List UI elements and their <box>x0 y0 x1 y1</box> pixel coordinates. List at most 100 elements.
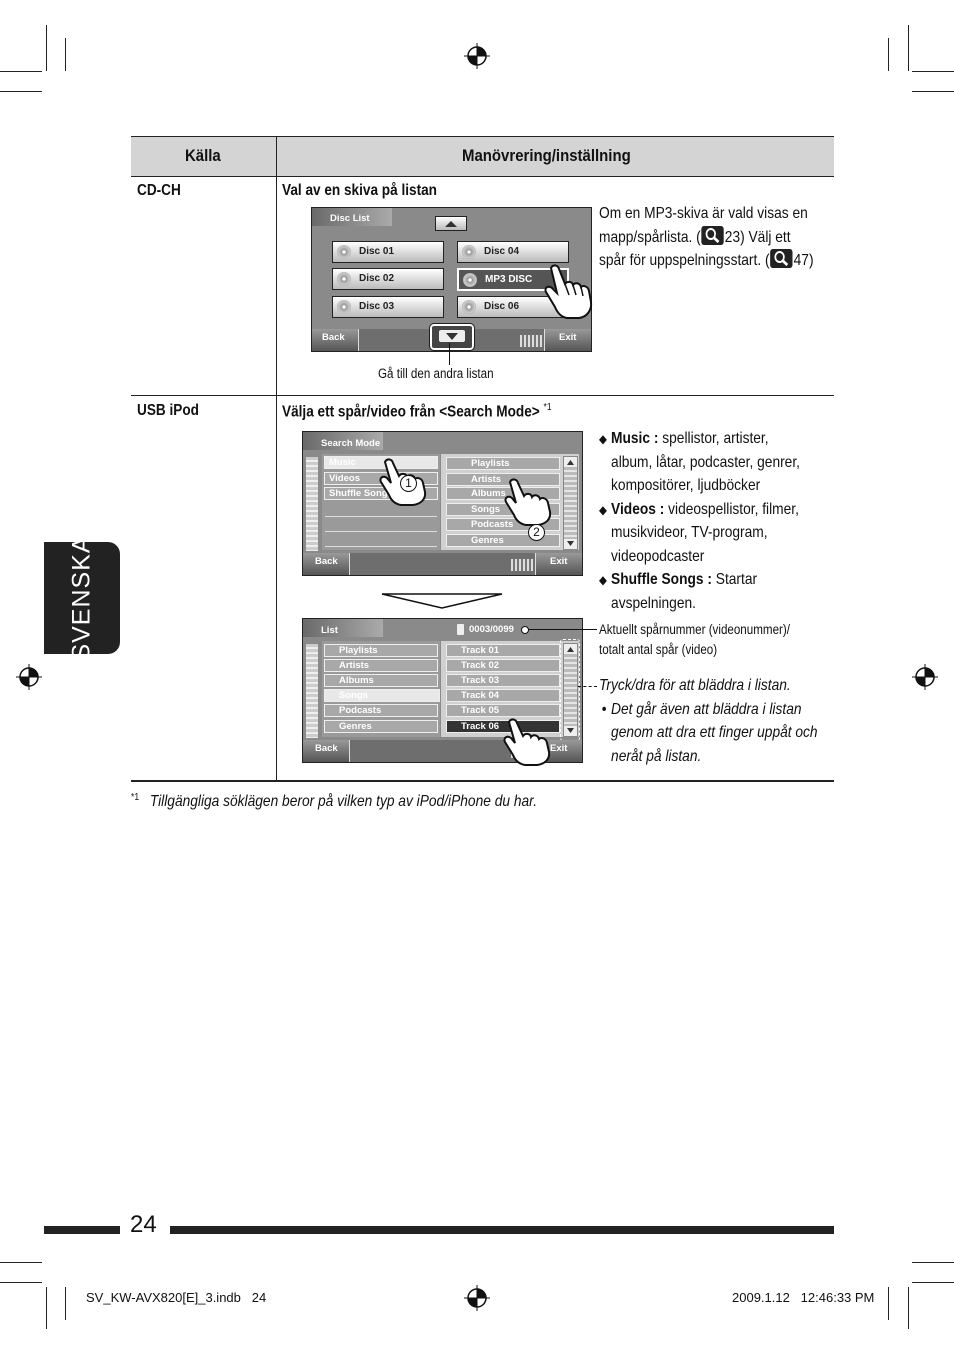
left-scrollbar[interactable] <box>306 644 318 738</box>
mode-item-selected[interactable]: Music <box>324 456 438 469</box>
screen-title: Search Mode <box>321 438 381 449</box>
footnote: *1 Tillgängliga söklägen beror på vilken… <box>131 792 537 811</box>
print-file-info: SV_KW-AVX820[E]_3.indb 24 <box>86 1290 267 1305</box>
scroll-callout-line <box>578 686 597 687</box>
registration-mark-icon <box>912 664 938 690</box>
footnote-ref: *1 <box>543 402 552 413</box>
counter-callout-dot <box>521 626 529 634</box>
arrow-up-icon <box>445 221 457 227</box>
table-header: Källa Manövrering/inställning <box>131 136 834 177</box>
source-cd-ch: CD-CH <box>137 182 181 199</box>
registration-mark-icon <box>464 43 490 69</box>
disc-list-screen: Disc List Disc 01 Disc 02 Disc 03 Disc 0… <box>311 207 592 352</box>
disc-icon <box>463 273 477 287</box>
row-divider <box>131 395 834 396</box>
category-item[interactable]: Artists <box>446 473 560 486</box>
level-meter <box>520 335 542 347</box>
category-item[interactable]: Albums <box>324 674 438 687</box>
footnote-mark: *1 <box>131 792 140 803</box>
callout-next-list: Gå till den andra listan <box>378 366 494 381</box>
category-item-selected[interactable]: Songs <box>324 689 440 702</box>
column-divider <box>276 136 277 780</box>
callout-line <box>449 343 450 365</box>
category-item[interactable]: Playlists <box>446 457 560 470</box>
screen-title-bar <box>312 208 392 226</box>
counter-note: Aktuellt spårnummer (videonummer)/ total… <box>599 622 790 657</box>
pointing-hand-icon <box>503 718 551 766</box>
empty-row <box>325 531 437 532</box>
exit-button[interactable]: Exit <box>535 553 582 575</box>
disc-button[interactable]: Disc 03 <box>332 296 444 318</box>
step-2-marker: 2 <box>528 524 545 541</box>
registration-mark-icon <box>16 664 42 690</box>
step-1-marker: 1 <box>400 475 417 492</box>
page-down-button[interactable] <box>429 323 475 351</box>
screen-title: Disc List <box>330 213 370 224</box>
bullet-videos: ◆ Videos : videospellistor, filmer, musi… <box>599 500 799 565</box>
pointing-hand-icon <box>504 478 552 526</box>
disc-icon <box>337 272 351 286</box>
transition-arrow-icon <box>381 593 503 609</box>
language-tab-label: SVENSKA <box>67 535 96 661</box>
pointing-hand-icon <box>544 264 593 319</box>
row-heading-disc-select: Val av en skiva på listan <box>282 182 437 199</box>
screen-title-bar <box>303 432 383 450</box>
category-item[interactable]: Genres <box>324 720 438 733</box>
screen-title-bar <box>303 619 383 637</box>
track-item[interactable]: Track 01 <box>446 644 560 657</box>
disc-button[interactable]: Disc 01 <box>332 241 444 263</box>
scroll-down-icon[interactable] <box>564 539 577 549</box>
scroll-note: Tryck/dra för att bläddra i listan. • De… <box>599 677 818 765</box>
search-reference-icon <box>770 249 793 268</box>
arrow-down-icon <box>439 330 465 342</box>
row-heading-search-mode: Välja ett spår/video från <Search Mode> … <box>282 402 552 421</box>
disc-button[interactable]: Disc 02 <box>332 268 444 290</box>
scroll-down-icon[interactable] <box>564 726 577 736</box>
category-item[interactable]: Artists <box>324 659 438 672</box>
scroll-up-icon[interactable] <box>564 644 577 654</box>
bullet-shuffle-songs: ◆ Shuffle Songs : Startar avspelningen. <box>599 571 758 612</box>
track-scrollbar[interactable] <box>563 643 578 737</box>
scrollbar-highlight <box>560 639 580 741</box>
category-scrollbar[interactable] <box>563 456 578 550</box>
mode-descriptions: ◆ Music : spellistor, artister, album, l… <box>599 427 800 615</box>
mode-list: Music Videos Shuffle Songs <box>322 454 440 550</box>
page-up-button[interactable] <box>435 216 467 231</box>
col-header-source: Källa <box>185 146 221 165</box>
bullet-music: ◆ Music : spellistor, artister, album, l… <box>599 430 800 494</box>
scroll-up-icon[interactable] <box>564 457 577 467</box>
track-item[interactable]: Track 04 <box>446 689 560 702</box>
counter-callout-line <box>525 629 597 630</box>
category-list: Playlists Artists Albums Songs Podcasts … <box>322 641 440 737</box>
mp3-note: Om en MP3-skiva är vald visas en mapp/sp… <box>599 205 814 269</box>
page-bar-left <box>44 1226 120 1234</box>
footnote-text: Tillgängliga söklägen beror på vilken ty… <box>149 793 538 811</box>
print-date-info: 2009.1.12 12:46:33 PM <box>732 1290 875 1305</box>
exit-button[interactable]: Exit <box>544 329 591 351</box>
empty-row <box>325 546 437 547</box>
disc-icon <box>337 300 351 314</box>
page-bar-right <box>170 1226 834 1234</box>
search-mode-screen: Search Mode Music Videos Shuffle Songs P… <box>302 431 583 576</box>
search-reference-icon <box>701 225 724 245</box>
registration-mark-icon <box>464 1285 490 1311</box>
track-item-selected[interactable]: Track 06 <box>446 720 560 733</box>
language-tab: SVENSKA <box>44 535 120 661</box>
disc-icon <box>462 245 476 259</box>
track-item[interactable]: Track 03 <box>446 674 560 687</box>
category-item[interactable]: Podcasts <box>324 704 438 717</box>
disc-button-selected[interactable]: MP3 DISC <box>457 268 569 291</box>
level-meter <box>511 559 533 571</box>
page-number: 24 <box>130 1211 157 1238</box>
disc-button[interactable]: Disc 04 <box>457 241 569 263</box>
back-button[interactable]: Back <box>303 740 350 762</box>
ipod-icon <box>457 624 464 635</box>
category-item[interactable]: Playlists <box>324 644 438 657</box>
back-button[interactable]: Back <box>303 553 350 575</box>
disc-icon <box>337 245 351 259</box>
disc-icon <box>462 300 476 314</box>
back-button[interactable]: Back <box>312 329 359 351</box>
track-item[interactable]: Track 02 <box>446 659 560 672</box>
track-item[interactable]: Track 05 <box>446 704 560 717</box>
left-scrollbar[interactable] <box>306 457 318 551</box>
